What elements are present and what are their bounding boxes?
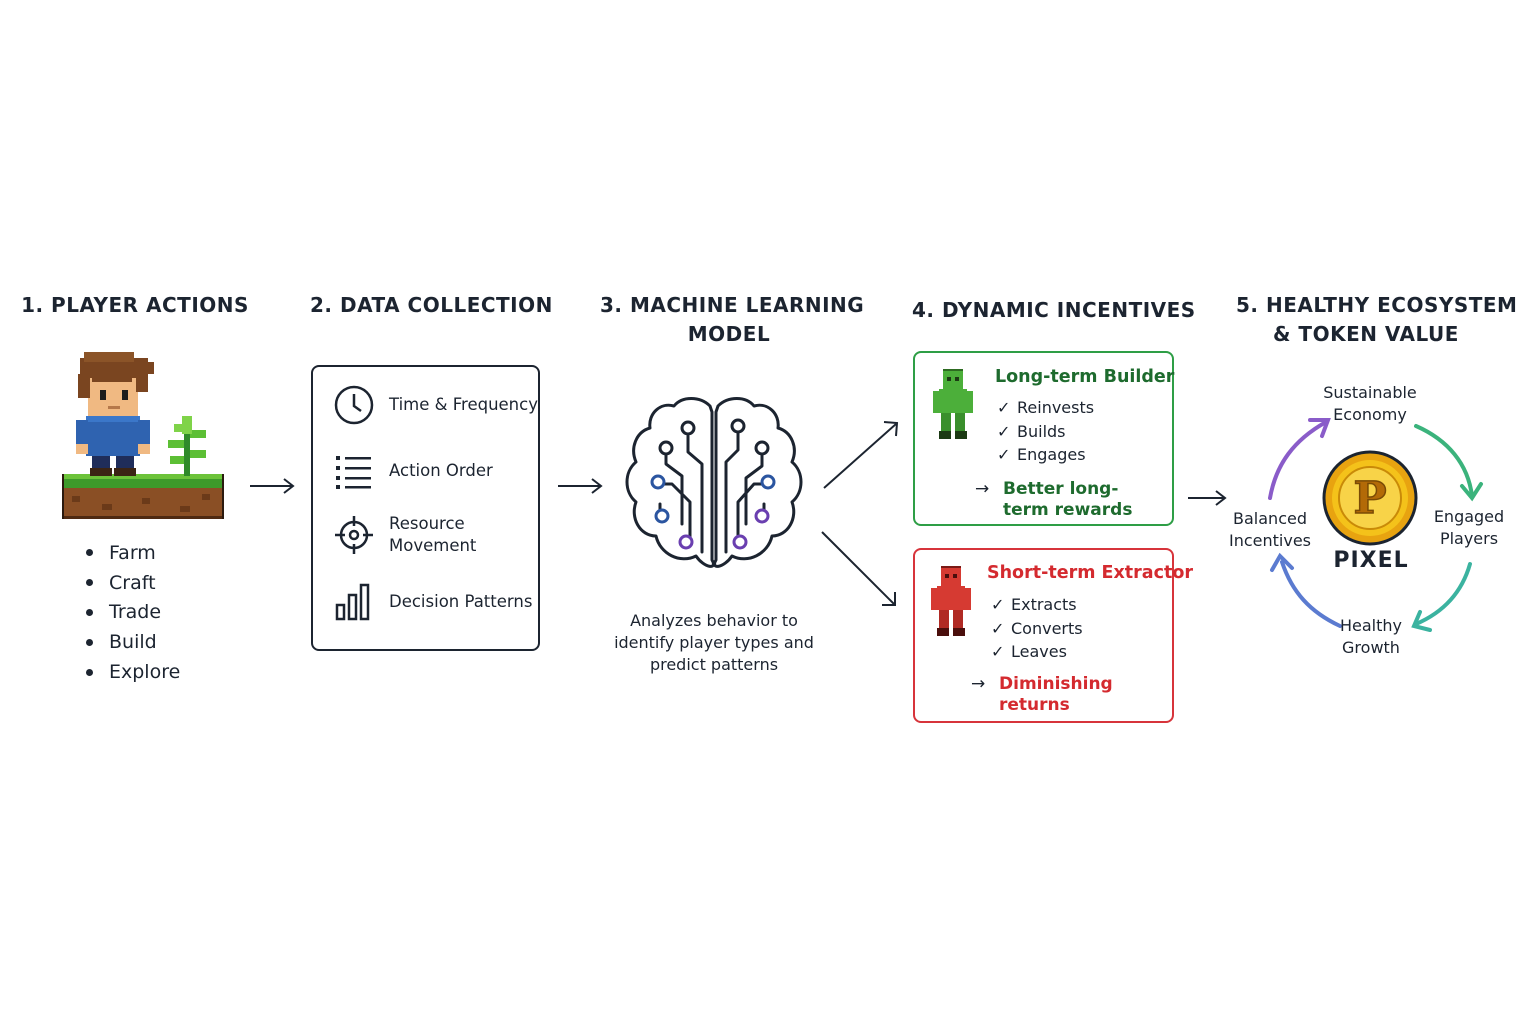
- builder-name: Long-term Builder: [995, 367, 1175, 387]
- trait-label: Converts: [1011, 618, 1083, 638]
- coin-letter: P: [1353, 473, 1386, 524]
- extractor-card: Short-term Extractor ✓ Extracts ✓ Converts…: [913, 548, 1193, 723]
- extractor-result-text: Diminishing returns: [999, 674, 1113, 715]
- step-3-title-line2: MODEL: [687, 322, 771, 346]
- list-item: ✓ Engages: [997, 443, 1094, 467]
- arrow-right-icon: →: [975, 479, 990, 499]
- step-1-title-text: 1. PLAYER ACTIONS: [21, 293, 249, 317]
- data-row-time: Time & Frequency: [333, 384, 539, 426]
- ml-caption: Analyzes behavior to identify player typ…: [614, 611, 814, 674]
- list-item: Craft: [86, 568, 180, 598]
- trait-label: Reinvests: [1017, 398, 1095, 418]
- step-4-title: 4. DYNAMIC INCENTIVES: [912, 296, 1195, 325]
- extractor-traits: ✓ Extracts ✓ Converts ✓ Leaves: [991, 593, 1083, 664]
- builder-result-text: Better long-term rewards: [1003, 479, 1133, 520]
- arrow-right-icon: →: [971, 674, 986, 694]
- check-icon: ✓: [991, 595, 1005, 615]
- list-item: ✓ Extracts: [991, 593, 1083, 617]
- builder-card: Long-term Builder ✓ Reinvests ✓ Builds ✓ En…: [913, 351, 1174, 526]
- data-row-resource: Resource Movement: [333, 513, 539, 557]
- data-label: Time & Frequency: [389, 395, 538, 414]
- cycle-label-left: Balanced Incentives: [1228, 509, 1311, 550]
- list-item: ✓ Builds: [997, 420, 1094, 444]
- action-label: Craft: [109, 571, 156, 594]
- step-1-title: 1. PLAYER ACTIONS: [20, 291, 250, 320]
- brain-circuit-icon: [625, 397, 803, 568]
- action-label: Explore: [109, 661, 181, 684]
- trait-label: Extracts: [1011, 595, 1077, 615]
- list-item: ✓ Leaves: [991, 640, 1083, 664]
- list-item: ✓ Reinvests: [997, 396, 1094, 420]
- action-label: Build: [109, 631, 157, 654]
- action-label: Trade: [109, 601, 162, 624]
- cycle-label-bottom: Healthy Growth: [1339, 616, 1402, 657]
- data-label: Decision Patterns: [389, 592, 533, 611]
- step-3-title: 3. MACHINE LEARNING MODEL: [600, 291, 865, 349]
- pixel-coin-icon: [1322, 450, 1418, 546]
- data-row-decision: Decision Patterns: [333, 581, 539, 623]
- check-icon: ✓: [997, 445, 1011, 465]
- flow-arrow-4: [1188, 490, 1227, 506]
- step-4-title-text: 4. DYNAMIC INCENTIVES: [912, 298, 1196, 322]
- bullet-icon: [86, 638, 93, 646]
- cycle-label-right: Engaged Players: [1433, 507, 1505, 548]
- step-3-title-line1: 3. MACHINE LEARNING: [600, 293, 865, 317]
- ecosystem-cycle: P: [1268, 418, 1483, 632]
- flow-arrow-up: [823, 421, 899, 489]
- cycle-arrow-icon: [1280, 560, 1342, 628]
- cycle-arrow-icon: [1268, 420, 1328, 500]
- builder-traits: ✓ Reinvests ✓ Builds ✓ Engages: [997, 396, 1094, 467]
- step-5-title-line1: 5. HEALTHY ECOSYSTEM: [1236, 293, 1518, 317]
- trait-label: Leaves: [1011, 642, 1067, 662]
- cycle-arrow-icon: [1414, 424, 1474, 498]
- list-icon: [333, 450, 375, 492]
- bar-chart-icon: [333, 581, 375, 623]
- list-item: Explore: [86, 657, 180, 687]
- data-row-order: Action Order: [333, 450, 539, 492]
- trait-label: Engages: [1017, 445, 1086, 465]
- clock-icon: [333, 384, 375, 426]
- bullet-icon: [86, 608, 93, 616]
- trait-label: Builds: [1017, 421, 1066, 441]
- flow-arrow-1: [250, 478, 295, 494]
- player-actions-list: Farm Craft Trade Build Explore: [86, 538, 180, 687]
- cycle-arrow-icon: [1414, 562, 1472, 626]
- data-collection-panel: Time & Frequency Action Order Resource M…: [311, 365, 540, 651]
- list-item: Trade: [86, 598, 180, 628]
- check-icon: ✓: [991, 618, 1005, 638]
- check-icon: ✓: [991, 642, 1005, 662]
- cycle-label-top: Sustainable Economy: [1323, 383, 1417, 424]
- list-item: ✓ Converts: [991, 617, 1083, 641]
- bullet-icon: [86, 549, 93, 557]
- step-2-title: 2. DATA COLLECTION: [310, 291, 552, 320]
- extractor-name: Short-term Extractor: [987, 563, 1193, 583]
- pixel-farmer-icon: [62, 352, 224, 519]
- bullet-icon: [86, 668, 93, 676]
- builder-avatar-icon: [933, 369, 973, 439]
- list-item: Farm: [86, 538, 180, 568]
- list-item: Build: [86, 627, 180, 657]
- builder-result: → Better long-term rewards: [975, 479, 1163, 521]
- step-2-title-text: 2. DATA COLLECTION: [310, 293, 553, 317]
- check-icon: ✓: [997, 398, 1011, 418]
- bullet-icon: [86, 579, 93, 587]
- flow-arrow-down: [821, 531, 896, 606]
- check-icon: ✓: [997, 421, 1011, 441]
- extractor-result: → Diminishing returns: [971, 674, 1119, 716]
- step-5-title: 5. HEALTHY ECOSYSTEM & TOKEN VALUE: [1236, 291, 1518, 349]
- coin-name: PIXEL: [1333, 548, 1409, 573]
- data-label: Action Order: [389, 461, 493, 480]
- data-label: Resource Movement: [389, 514, 477, 555]
- target-icon: [333, 514, 375, 556]
- step-5-title-line2: & TOKEN VALUE: [1273, 322, 1459, 346]
- flow-arrow-2: [558, 478, 603, 494]
- extractor-avatar-icon: [931, 566, 971, 636]
- action-label: Farm: [109, 541, 156, 564]
